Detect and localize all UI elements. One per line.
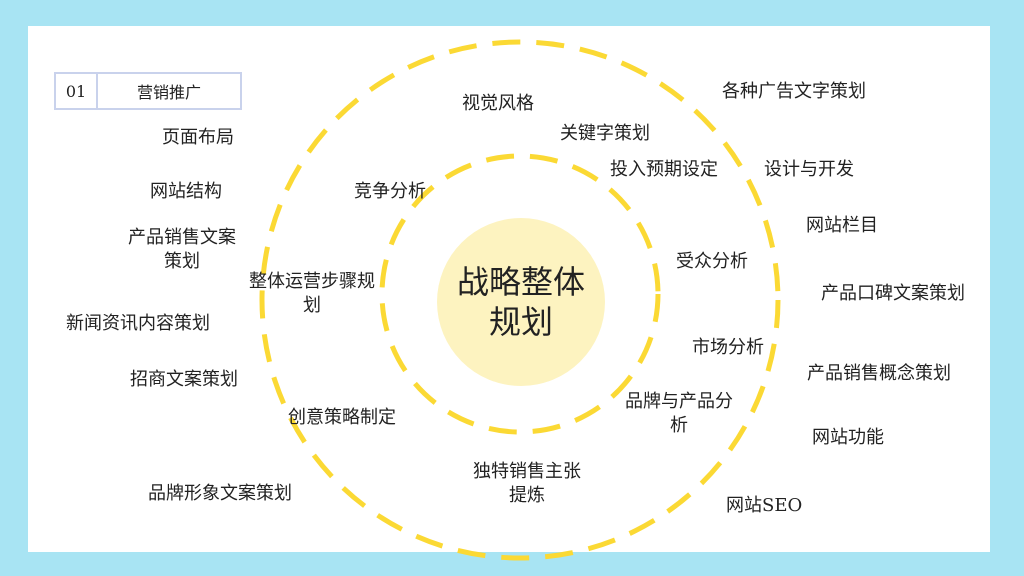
label-site-structure: 网站结构 — [150, 181, 222, 202]
section-tag: 01 营销推广 — [54, 72, 242, 110]
section-number: 01 — [56, 74, 98, 108]
outer-dashed-ring — [259, 39, 781, 561]
label-audience: 受众分析 — [676, 251, 748, 272]
label-investment-copy: 招商文案策划 — [130, 369, 238, 390]
label-site-seo: 网站SEO — [726, 495, 803, 516]
label-page-layout: 页面布局 — [162, 127, 234, 148]
center-circle: 战略整体 规划 — [437, 218, 605, 386]
label-ad-copy: 各种广告文字策划 — [722, 81, 866, 102]
label-site-columns: 网站栏目 — [806, 215, 878, 236]
label-site-function: 网站功能 — [812, 427, 884, 448]
label-concept-plan: 产品销售概念策划 — [807, 363, 951, 384]
label-usp: 独特销售主张提炼 — [473, 461, 581, 506]
label-design-dev: 设计与开发 — [764, 159, 854, 180]
label-creative: 创意策略制定 — [288, 407, 396, 428]
label-overall-ops: 整体运营步骤规划 — [249, 271, 375, 316]
inner-dashed-ring — [379, 153, 661, 435]
label-product-copy: 产品销售文案策划 — [128, 227, 236, 272]
label-brand-image-copy: 品牌形象文案策划 — [148, 483, 292, 504]
label-market: 市场分析 — [692, 337, 764, 358]
label-keyword: 关键字策划 — [560, 123, 650, 144]
center-title-line1: 战略整体 — [456, 263, 585, 301]
label-visual-style: 视觉风格 — [462, 93, 534, 114]
center-title-line2: 规划 — [488, 303, 553, 341]
label-reputation-copy: 产品口碑文案策划 — [821, 283, 965, 304]
label-competition: 竞争分析 — [354, 181, 426, 202]
label-news-content: 新闻资讯内容策划 — [66, 313, 210, 334]
section-title: 营销推广 — [136, 83, 201, 102]
label-brand-product: 品牌与产品分析 — [625, 391, 733, 436]
label-expected-input: 投入预期设定 — [610, 159, 718, 180]
